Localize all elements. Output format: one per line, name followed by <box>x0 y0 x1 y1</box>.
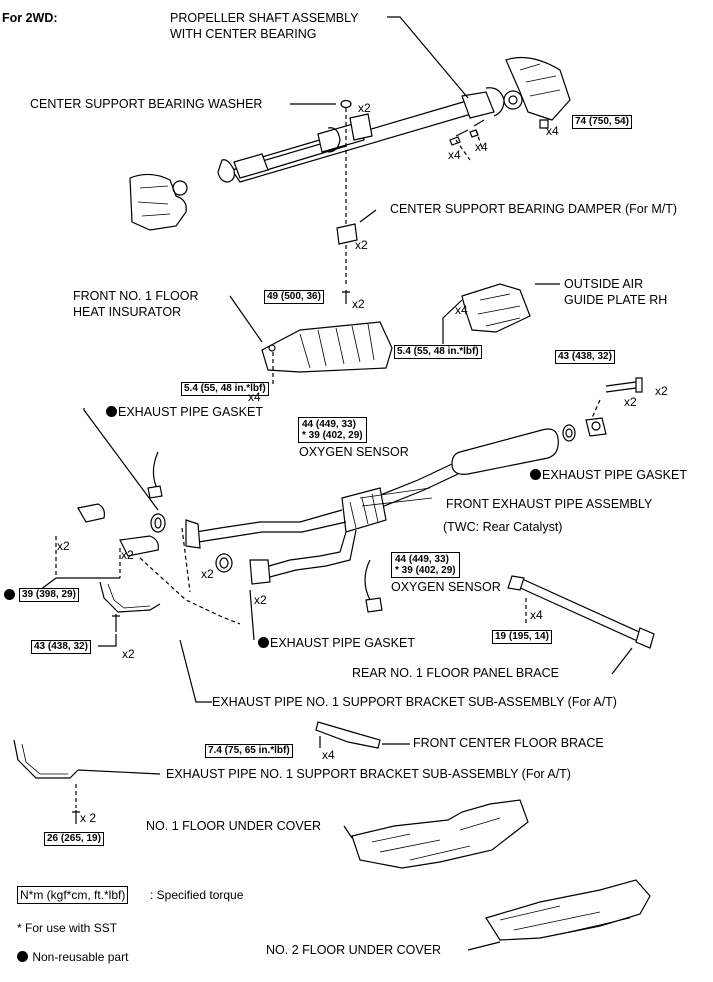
torque-44-top-line2: * 39 (402, 29) <box>302 430 363 441</box>
qty-7-4: x4 <box>322 748 335 762</box>
non-reusable-dot-icon <box>530 469 541 480</box>
label-front-insulator-2: HEAT INSURATOR <box>73 305 182 319</box>
qty-mid-2: x2 <box>254 593 267 607</box>
label-oxygen-sensor-2: OXYGEN SENSOR <box>391 580 501 594</box>
non-reusable-dot-icon <box>258 637 269 648</box>
label-twc: (TWC: Rear Catalyst) <box>443 520 563 534</box>
torque-39: 39 (398, 29) <box>19 588 79 602</box>
under-cover-2-illustration <box>485 879 651 941</box>
qty-bolt1: x4 <box>448 148 461 162</box>
torque-26: 26 (265, 19) <box>44 832 104 846</box>
qty-43-left: x2 <box>122 647 135 661</box>
torque-43-left: 43 (438, 32) <box>31 640 91 654</box>
qty-49: x2 <box>352 297 365 311</box>
label-under-cover-1: NO. 1 FLOOR UNDER COVER <box>146 819 322 833</box>
qty-left-2: x2 <box>121 548 134 562</box>
torque-44-bottom: 44 (449, 33) * 39 (402, 29) <box>391 552 460 578</box>
label-front-exhaust: FRONT EXHAUST PIPE ASSEMBLY <box>446 497 653 511</box>
rear-brace-illustration <box>507 575 655 649</box>
torque-7-4: 7.4 (75, 65 in.*lbf) <box>205 744 293 758</box>
label-bracket-1: EXHAUST PIPE NO. 1 SUPPORT BRACKET SUB-A… <box>212 695 617 709</box>
label-center-washer: CENTER SUPPORT BEARING WASHER <box>30 97 263 111</box>
torque-49: 49 (500, 36) <box>264 290 324 304</box>
label-propeller-shaft-2: WITH CENTER BEARING <box>170 27 317 41</box>
label-oxygen-sensor-1: OXYGEN SENSOR <box>299 445 409 459</box>
label-outside-air-2: GUIDE PLATE RH <box>564 293 668 307</box>
label-front-center-brace: FRONT CENTER FLOOR BRACE <box>413 736 604 750</box>
label-front-insulator: FRONT NO. 1 FLOOR <box>73 289 199 303</box>
torque-43-right: 43 (438, 32) <box>555 350 615 364</box>
qty-mid-1: x2 <box>201 567 214 581</box>
non-reusable-dot-icon <box>106 406 117 417</box>
label-propeller-shaft: PROPELLER SHAFT ASSEMBLY <box>170 11 359 25</box>
torque-44-bottom-line1: 44 (449, 33) <box>395 554 449 565</box>
torque-39-row <box>4 588 16 603</box>
qty-43-right-1: x2 <box>655 384 668 398</box>
label-outside-air: OUTSIDE AIR <box>564 277 644 291</box>
qty-74: x4 <box>546 124 559 138</box>
legend-torque-text: : Specified torque <box>150 888 244 902</box>
torque-44-bottom-line2: * 39 (402, 29) <box>395 565 456 576</box>
label-gasket-bottom: EXHAUST PIPE GASKET <box>258 636 415 651</box>
label-rear-brace: REAR NO. 1 FLOOR PANEL BRACE <box>352 666 559 680</box>
exhaust-pipe-illustration <box>185 428 559 585</box>
qty-washer: x2 <box>358 101 371 115</box>
label-bracket-2: EXHAUST PIPE NO. 1 SUPPORT BRACKET SUB-A… <box>166 767 571 781</box>
torque-74: 74 (750, 54) <box>572 115 632 129</box>
support-bracket-illustration <box>55 536 161 613</box>
torque-19: 19 (195, 14) <box>492 630 552 644</box>
qty-insul: x4 <box>248 390 261 404</box>
torque-5-4-guide: 5.4 (55, 48 in.*lbf) <box>394 345 482 359</box>
under-cover-1-illustration <box>351 799 529 869</box>
qty-19: x4 <box>530 608 543 622</box>
label-gasket-top: EXHAUST PIPE GASKET <box>106 405 263 420</box>
qty-left-1: x2 <box>57 539 70 553</box>
qty-43-right-2: x2 <box>624 395 637 409</box>
torque-5-4-insulator: 5.4 (55, 48 in.*lbf) <box>181 382 269 396</box>
qty-damper: x2 <box>355 238 368 252</box>
non-reusable-dot-icon <box>4 589 15 600</box>
legend-torque-box: N*m (kgf*cm, ft.*lbf) <box>17 886 129 904</box>
qty-bolt2: x4 <box>475 140 488 154</box>
air-guide-plate-illustration <box>461 283 531 333</box>
non-reusable-dot-icon <box>17 951 28 962</box>
label-gasket-right: EXHAUST PIPE GASKET <box>530 468 687 483</box>
torque-44-top-line1: 44 (449, 33) <box>302 419 356 430</box>
label-under-cover-2: NO. 2 FLOOR UNDER COVER <box>266 943 442 957</box>
heat-insulator-illustration <box>261 321 393 373</box>
diagram-title: For 2WD: <box>2 11 58 25</box>
qty-guide: x4 <box>455 303 468 317</box>
legend-sst: * For use with SST <box>17 921 118 935</box>
torque-44-top: 44 (449, 33) * 39 (402, 29) <box>298 417 367 443</box>
label-center-damper: CENTER SUPPORT BEARING DAMPER (For M/T) <box>390 202 678 216</box>
legend-nonreusable: Non-reusable part <box>17 950 128 965</box>
qty-26: x 2 <box>80 811 97 825</box>
